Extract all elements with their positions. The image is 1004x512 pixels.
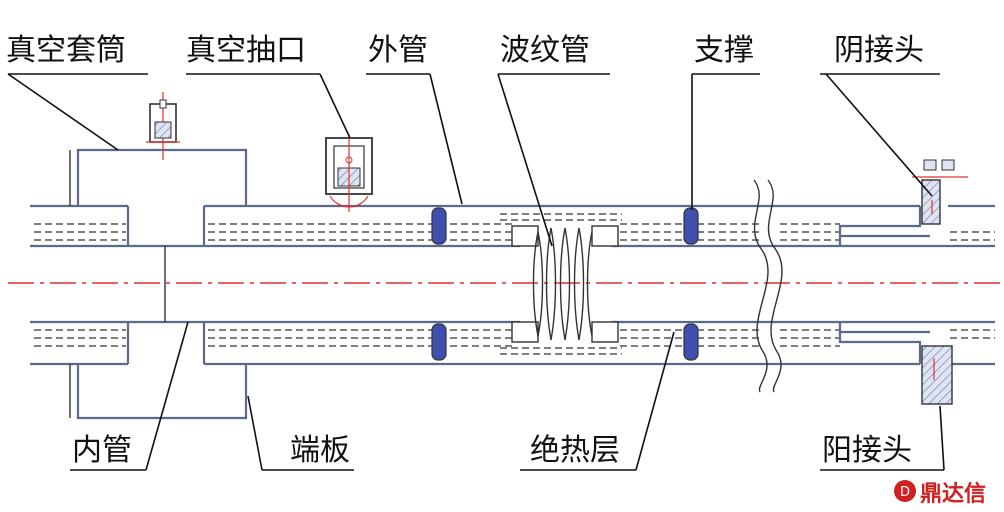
label-vacuum-sleeve: 真空套筒 — [6, 33, 126, 68]
label-inner-tube: 内管 — [72, 433, 132, 468]
label-end-plate: 端板 — [290, 433, 350, 468]
inner-tube — [30, 244, 995, 324]
female-joint — [838, 159, 968, 246]
label-insulation: 绝热层 — [530, 433, 620, 468]
vacuum-port — [325, 134, 373, 212]
watermark-text: 鼎达信 — [920, 481, 986, 507]
vacuum-sleeve — [69, 148, 248, 420]
break-line — [753, 179, 783, 393]
label-support: 支撑 — [694, 33, 754, 68]
label-female-joint: 阴接头 — [834, 33, 924, 68]
male-joint — [838, 322, 953, 405]
label-outer-tube: 外管 — [368, 33, 428, 68]
support — [431, 207, 699, 361]
label-bellows: 波纹管 — [500, 33, 590, 68]
watermark-logo: D 鼎达信 — [894, 480, 986, 507]
vacuum-sleeve-valve — [146, 92, 180, 160]
svg-text:D: D — [900, 485, 910, 500]
label-vacuum-port: 真空抽口 — [186, 33, 306, 68]
outer-tube — [30, 204, 995, 366]
bellows — [511, 225, 619, 343]
leader-lines — [7, 73, 945, 471]
label-male-joint: 阳接头 — [822, 433, 912, 468]
